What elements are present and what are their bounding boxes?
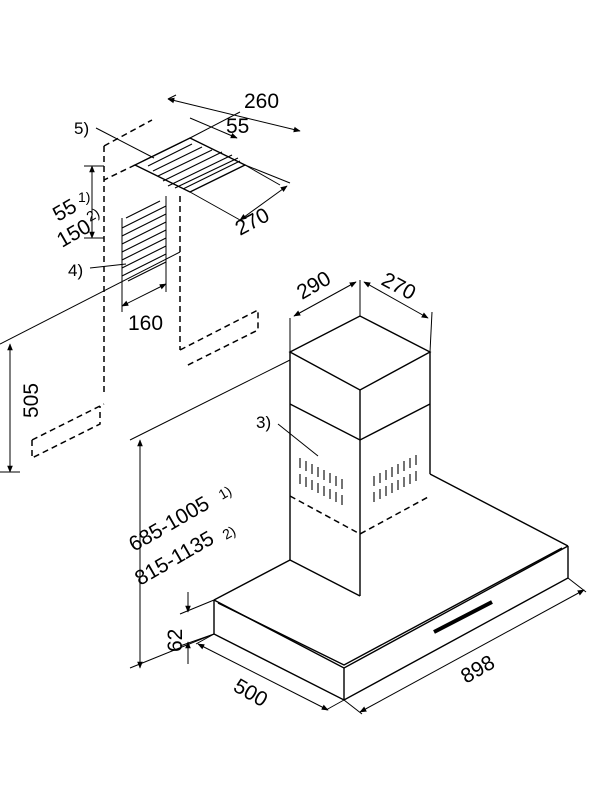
chimney-vents	[299, 455, 417, 505]
top-dimension-lines	[167, 94, 301, 221]
total-height-b-note: 2)	[220, 523, 239, 543]
chimney-depth-label: 270	[378, 268, 420, 305]
ceiling-plate	[103, 137, 247, 193]
canopy-width-label: 898	[457, 651, 499, 688]
canopy	[213, 473, 569, 701]
callout-5-leader	[95, 127, 155, 159]
total-height-a-note: 1)	[216, 483, 235, 503]
ceiling-clearance-dimension	[0, 251, 181, 473]
height-offset-dimension	[84, 165, 104, 239]
canopy-height-dimension	[179, 592, 215, 664]
chimney	[288, 315, 432, 597]
ceiling-clearance-label: 505	[20, 383, 43, 418]
chimney-dimension-lines	[289, 280, 433, 353]
canopy-depth-label: 500	[230, 674, 272, 711]
top-depth-label: 270	[232, 204, 274, 241]
top-offset-label: 55	[226, 115, 249, 138]
callout-5: 5)	[74, 119, 89, 138]
total-height-dimension	[129, 359, 291, 669]
callout-4: 4)	[68, 261, 83, 280]
wall-opening	[121, 196, 167, 282]
chimney-width-label: 290	[293, 267, 335, 304]
top-width-label: 260	[244, 90, 279, 113]
canopy-height-label: 62	[164, 629, 187, 652]
opening-width-label: 160	[128, 312, 163, 335]
height-offset-a-note: 1)	[78, 189, 90, 205]
callout-4-leader	[89, 263, 127, 269]
canopy-depth-dimension	[195, 633, 345, 711]
ceiling-outline	[31, 119, 259, 460]
callout-3: 3)	[256, 413, 271, 432]
callout-3-leader	[277, 423, 319, 457]
canopy-width-dimension	[343, 577, 587, 715]
opening-width-dimension	[121, 262, 167, 312]
